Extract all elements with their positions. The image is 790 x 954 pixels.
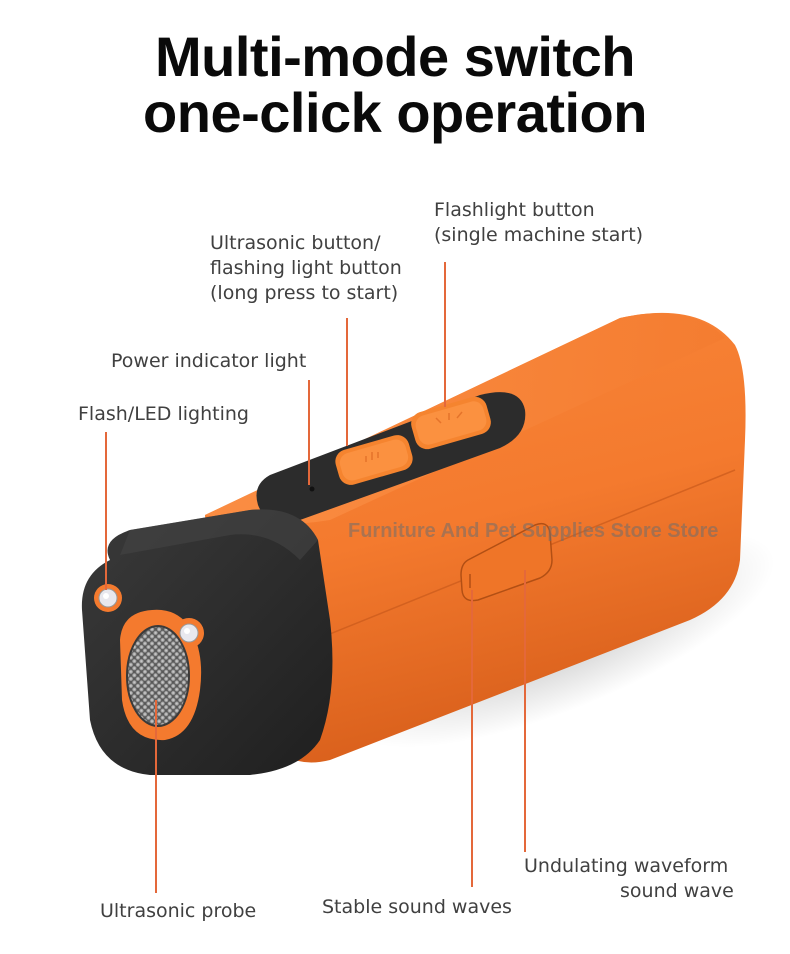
callout-flashlight-button-line-1: Flashlight button bbox=[434, 199, 595, 221]
leader-undulating-wave bbox=[524, 570, 526, 852]
callout-power-indicator: Power indicator light bbox=[111, 350, 307, 372]
callout-undulating-wave-line-1: Undulating waveform bbox=[524, 855, 729, 877]
callout-ultrasonic-button-line-1: Ultrasonic button/ bbox=[210, 232, 381, 254]
callout-ultrasonic-button-line-2: flashing light button bbox=[210, 257, 402, 279]
headline-line-2: one-click operation bbox=[143, 81, 647, 144]
leader-ultrasonic-button bbox=[346, 318, 348, 446]
leader-power-indicator bbox=[308, 380, 310, 485]
callout-undulating-wave-line-2: sound wave bbox=[620, 880, 734, 902]
store-watermark: Furniture And Pet Supplies Store Store bbox=[348, 520, 719, 542]
leader-flashlight-button bbox=[444, 262, 446, 407]
callout-ultrasonic-probe: Ultrasonic probe bbox=[100, 900, 257, 922]
mode-slide-switch bbox=[460, 522, 553, 602]
callout-flash-led: Flash/LED lighting bbox=[78, 403, 249, 425]
leader-stable-sound bbox=[471, 590, 473, 887]
leader-ultrasonic-probe bbox=[155, 700, 157, 893]
device-body bbox=[205, 312, 746, 763]
leader-flash-led bbox=[105, 432, 107, 590]
callout-flashlight-button-line-2: (single machine start) bbox=[434, 224, 644, 246]
ultrasonic-mesh bbox=[126, 625, 190, 727]
callout-ultrasonic-button-line-3: (long press to start) bbox=[210, 282, 399, 304]
headline-line-1: Multi-mode switch bbox=[155, 25, 635, 88]
callout-stable-sound: Stable sound waves bbox=[322, 896, 512, 918]
power-indicator-dot bbox=[309, 486, 315, 492]
